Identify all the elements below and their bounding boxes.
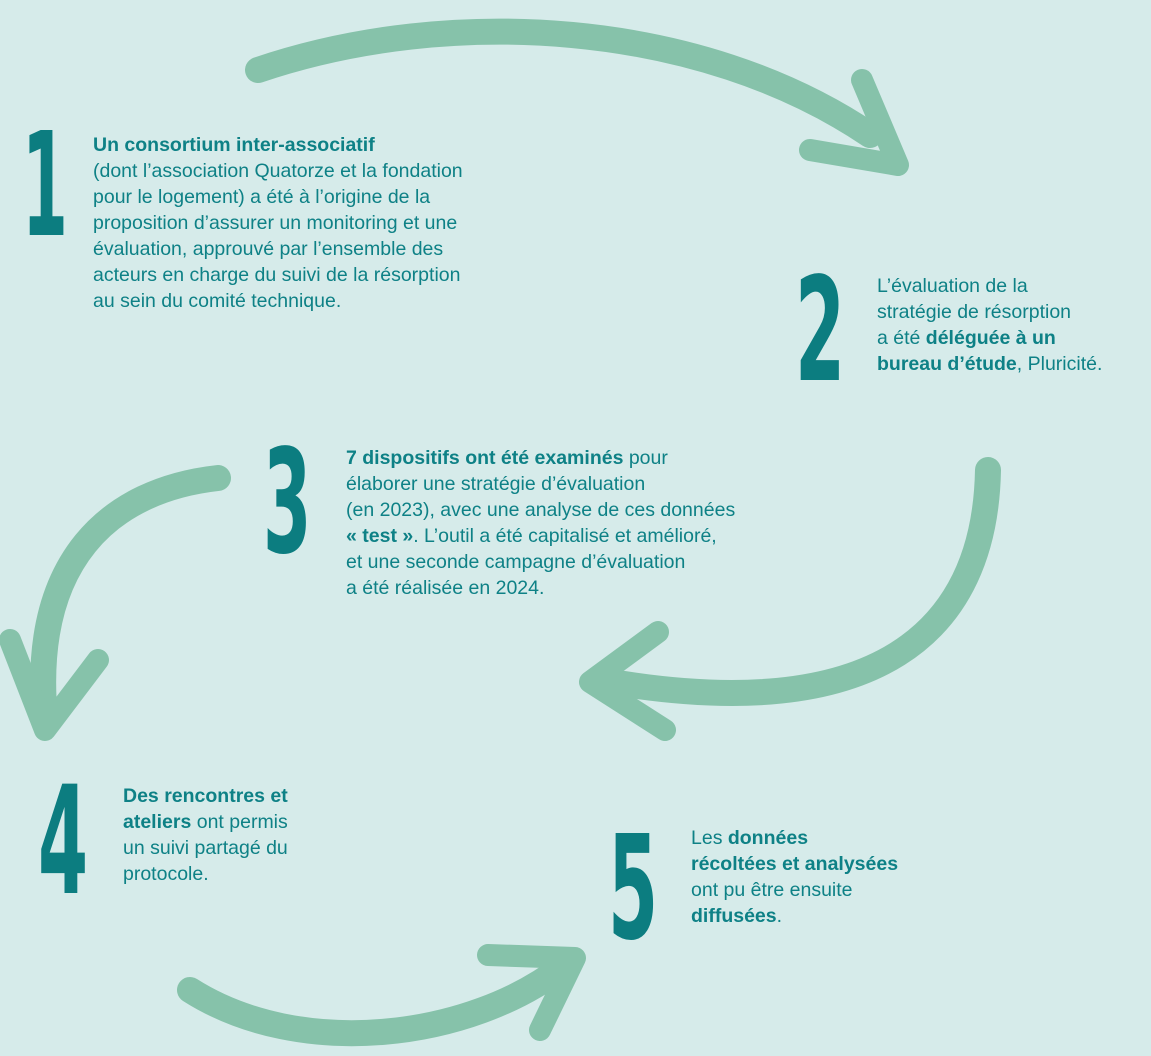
step-3-text-run: et une seconde campagne d’évaluation xyxy=(346,551,686,573)
step-2-text-run: , Pluricité. xyxy=(1016,353,1103,375)
step-3-text-run: a été réalisée en 2024. xyxy=(346,577,545,599)
step-4-text-run: Des rencontres et xyxy=(123,785,288,807)
step-4-text-run: ateliers xyxy=(123,811,192,833)
step-2-text: L’évaluation de la stratégie de résorptio… xyxy=(877,273,1149,377)
step-1-text-run: (dont l’association Quatorze et la fonda… xyxy=(93,160,463,182)
step-5-text-run: données xyxy=(727,827,809,849)
arrow-step2-to-step3 xyxy=(579,457,1001,741)
step-3-text-run: pour xyxy=(623,447,668,469)
arrow-step1-to-step2 xyxy=(245,18,909,176)
step-2-text-run: a été xyxy=(877,327,926,349)
arrow-step4-to-step5 xyxy=(177,944,586,1047)
step-2-text-run: déléguée à un xyxy=(925,327,1056,349)
step-4-number: 4 xyxy=(38,755,89,930)
step-2-text-run: L’évaluation de la xyxy=(877,275,1028,297)
step-1-text: Un consortium inter-associatif (dont l’as… xyxy=(93,132,553,314)
step-1-number: 1 xyxy=(22,103,68,270)
step-3-text-run: « test » xyxy=(346,525,414,547)
step-5-text: Les données récoltées et analysées ont pu … xyxy=(691,825,921,929)
arrow-step3-to-step4 xyxy=(0,465,231,741)
step-3-text: 7 dispositifs ont été examinés pour élabo… xyxy=(346,445,796,601)
step-5-text-run: Les xyxy=(691,827,728,849)
step-5-text-run: . xyxy=(776,905,783,927)
step-4-text-run: ont permis xyxy=(191,811,288,833)
step-5-number: 5 xyxy=(608,806,659,973)
step-4-text-run: protocole. xyxy=(123,863,209,885)
step-4-text: Des rencontres et ateliers ont permis un s… xyxy=(123,783,343,887)
step-1-text-run: pour le logement) a été à l’origine de l… xyxy=(93,186,431,208)
step-1-text-run: au sein du comité technique. xyxy=(93,290,342,312)
step-3-number: 3 xyxy=(263,420,312,587)
step-2-text-run: bureau d’étude xyxy=(877,353,1017,375)
step-1-text-run: Un consortium inter-associatif xyxy=(93,134,375,156)
step-5-text-run: récoltées et analysées xyxy=(691,853,899,875)
step-1-text-run: acteurs en charge du suivi de la résorpt… xyxy=(93,264,461,286)
step-2-text-run: stratégie de résorption xyxy=(877,301,1072,323)
step-1-text-run: évaluation, approuvé par l’ensemble des xyxy=(93,238,444,260)
step-5-text-run: ont pu être ensuite xyxy=(691,879,853,901)
step-3-text-run: 7 dispositifs ont été examinés xyxy=(346,447,624,469)
step-3-text-run: élaborer une stratégie d’évaluation xyxy=(346,473,646,495)
step-4-text-run: un suivi partagé du xyxy=(123,837,288,859)
step-3-text-run: (en 2023), avec une analyse de ces donné… xyxy=(346,499,736,521)
step-5-text-run: diffusées xyxy=(691,905,777,927)
step-2-number: 2 xyxy=(795,248,846,415)
step-3-text-run: . L’outil a été capitalisé et amélioré, xyxy=(413,525,717,547)
step-1-text-run: proposition d’assurer un monitoring et u… xyxy=(93,212,458,234)
